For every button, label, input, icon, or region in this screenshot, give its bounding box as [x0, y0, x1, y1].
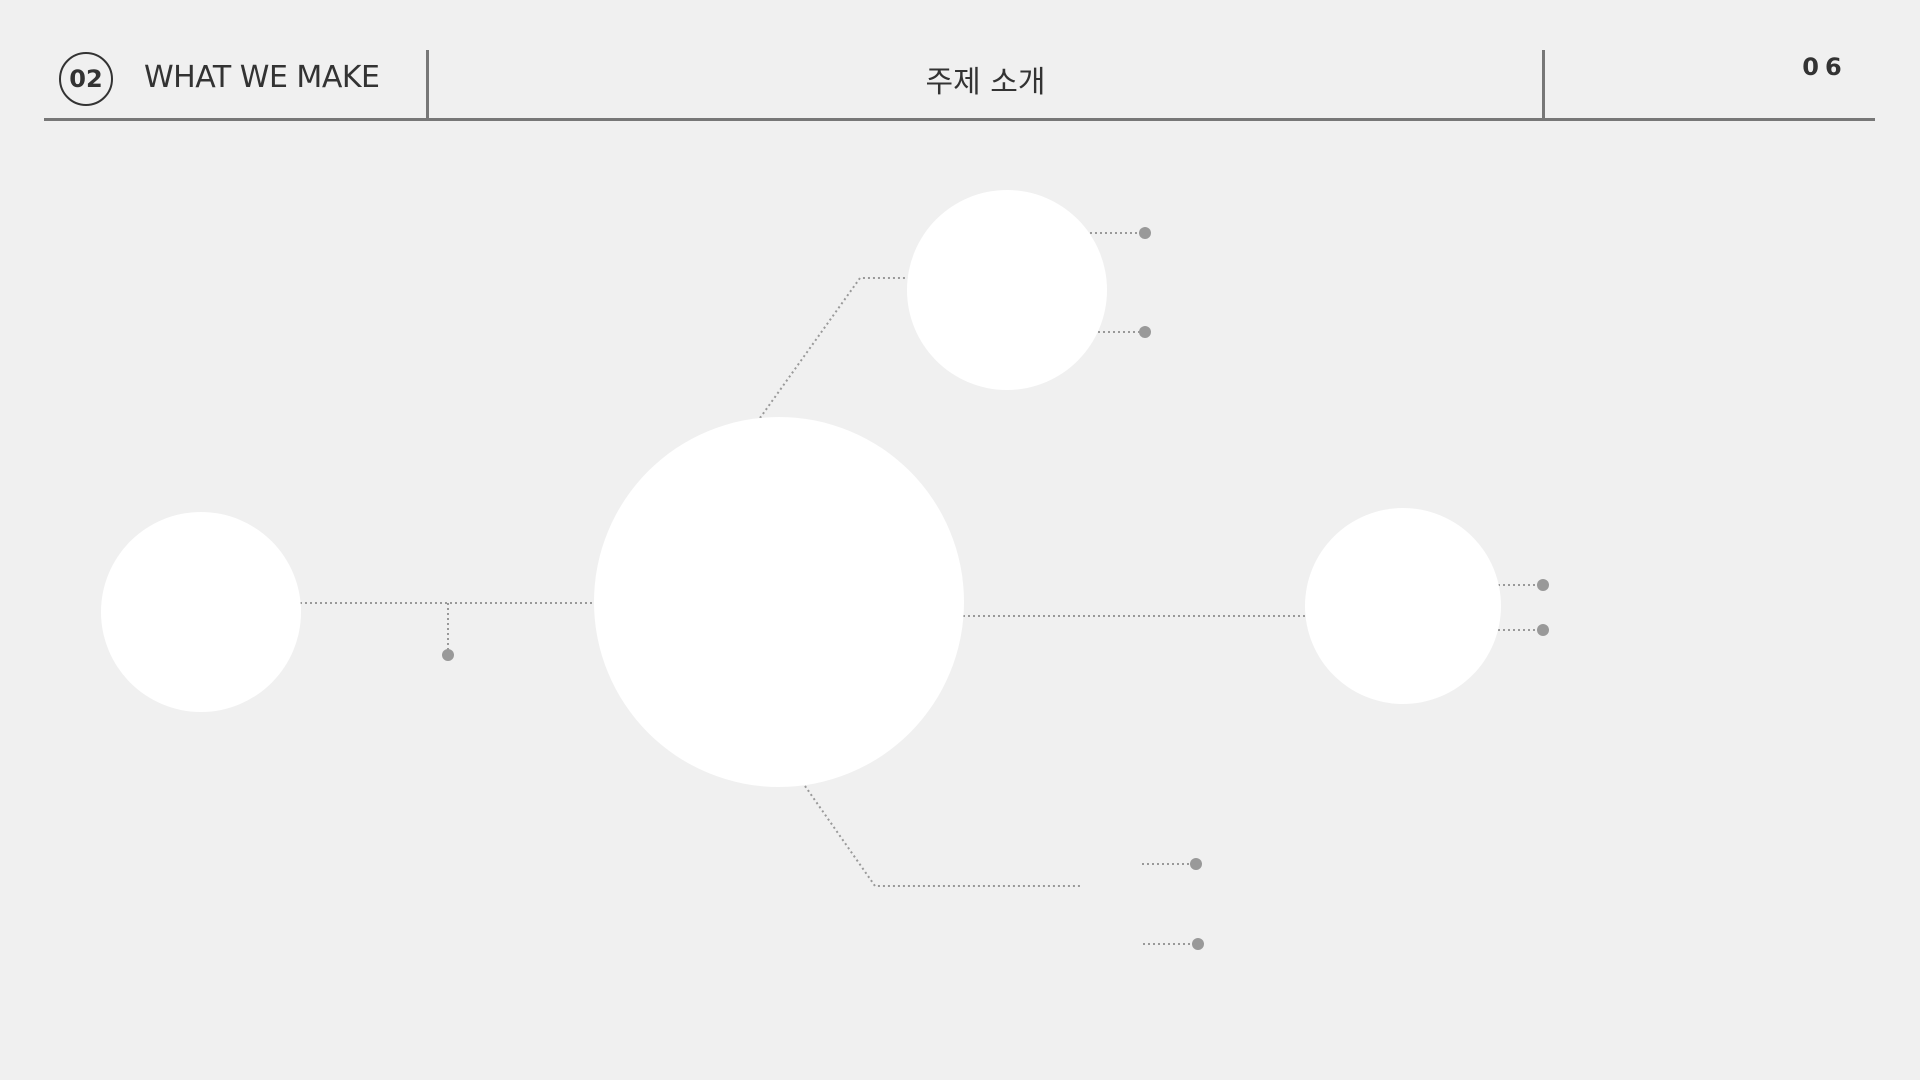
connector-top-node: [759, 277, 908, 419]
endpoint-dot-bottom-1: [1190, 858, 1202, 870]
section-number-badge: 02: [59, 52, 113, 106]
endpoint-dot-bottom-2: [1192, 938, 1204, 950]
node-right: [1305, 508, 1501, 704]
page-number: 06: [1802, 53, 1848, 81]
page-title: 주제 소개: [925, 65, 1046, 100]
header-divider-left: [426, 50, 429, 121]
node-top: [907, 190, 1107, 390]
endpoint-dot-top-1: [1139, 227, 1151, 239]
endpoint-dot-right-2: [1537, 624, 1549, 636]
endpoint-dot-right-1: [1537, 579, 1549, 591]
endpoint-dot-left: [442, 649, 454, 661]
header-rule: [44, 118, 1875, 121]
section-number: 02: [69, 65, 103, 93]
header-divider-right: [1542, 50, 1545, 121]
node-center: [594, 417, 964, 787]
connector-bottom-node: [804, 785, 1080, 887]
section-label: WHAT WE MAKE: [144, 60, 380, 95]
node-left: [101, 512, 301, 712]
endpoint-dot-top-2: [1139, 326, 1151, 338]
